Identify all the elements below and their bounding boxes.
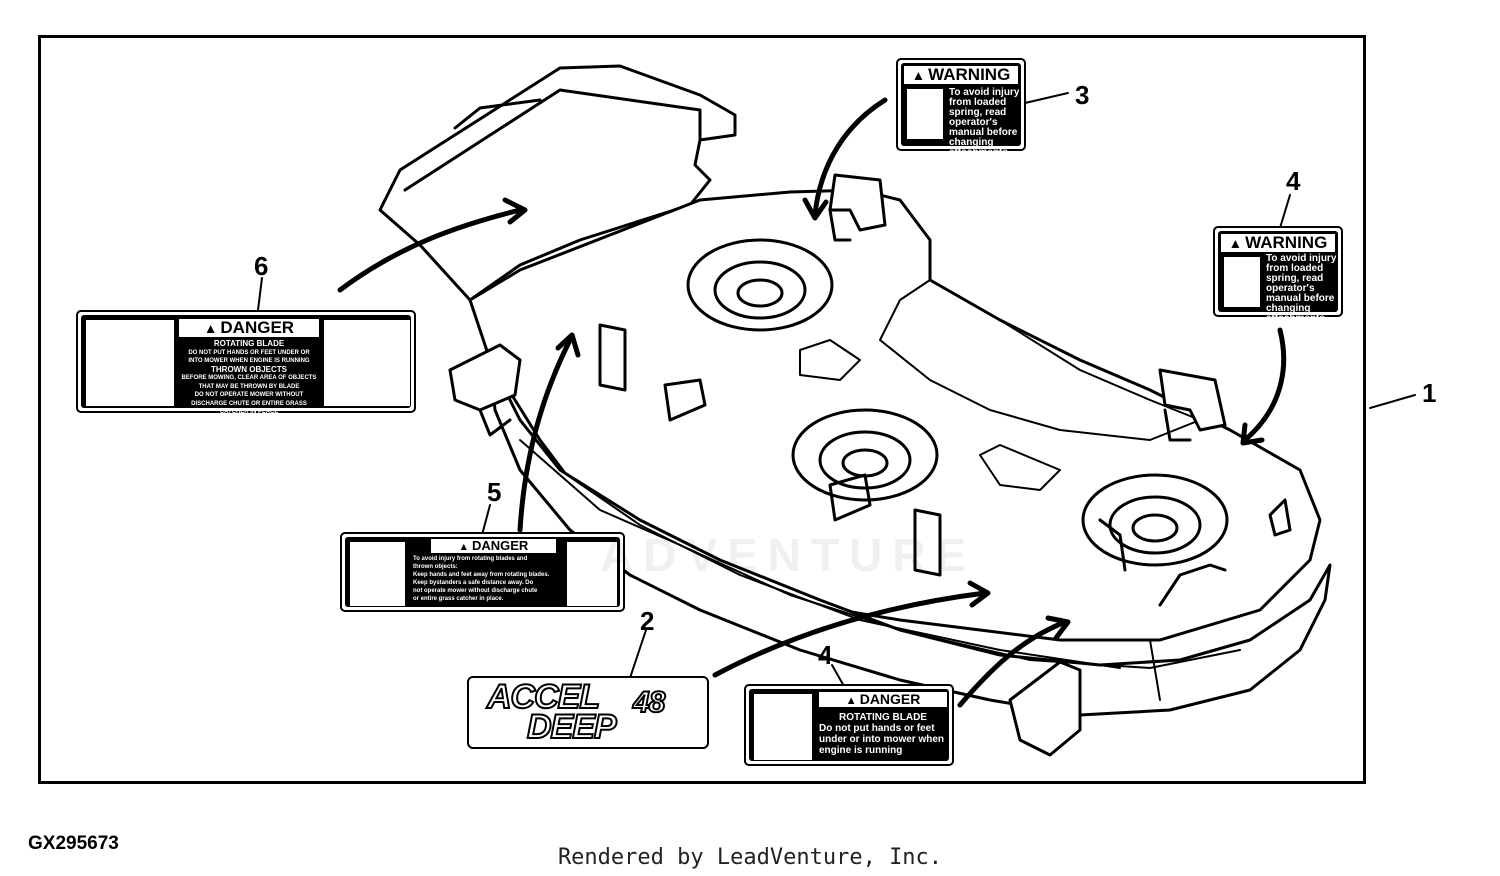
danger-header: ▲DANGER [819, 692, 947, 707]
arrow-6 [337, 207, 523, 293]
deck-skirt [488, 358, 1332, 717]
hands-under-deck-icon [86, 320, 174, 406]
arrow-5 [517, 337, 573, 533]
thrown-objects-icon [567, 542, 617, 606]
footer-credit: Rendered by LeadVenture, Inc. [557, 845, 943, 870]
arrow-4a [812, 97, 888, 218]
callout-3: 4 [818, 640, 833, 670]
danger-header: ▲DANGER [431, 539, 556, 553]
watermark: ADVENTURE [600, 529, 977, 581]
hands-under-deck-icon [754, 694, 812, 760]
callout-4: 3 [1075, 80, 1090, 110]
spring-hazard-icon [907, 89, 943, 139]
danger-header: ▲DANGER [179, 319, 319, 337]
hands-under-deck-icon [350, 542, 405, 606]
thrown-objects-icon [324, 320, 410, 406]
danger-decal-5: ▲DANGER To avoid injury from rotating bl… [340, 532, 625, 612]
accel-deep-decal: ACCEL 48 DEEP [467, 676, 709, 749]
arrow-4b [1242, 327, 1287, 443]
callout-4: 4 [1286, 166, 1301, 196]
arrow-3 [957, 619, 1068, 708]
warning-header: ▲WARNING [904, 66, 1018, 84]
callout-2: 2 [640, 606, 655, 636]
spring-hazard-icon [1224, 257, 1260, 307]
deep-text: DEEP [526, 708, 618, 746]
discharge-chute [378, 64, 737, 302]
warning-header: ▲WARNING [1221, 234, 1335, 252]
arrow-2 [712, 590, 988, 678]
diagram-frame [38, 35, 1366, 784]
accel-text: ACCEL [486, 678, 601, 716]
callout-1: 1 [1422, 378, 1437, 408]
callout-6: 6 [254, 251, 269, 281]
diagram-id: GX295673 [28, 833, 119, 854]
accel-number: 48 [632, 685, 666, 720]
callout-5: 5 [487, 477, 502, 507]
